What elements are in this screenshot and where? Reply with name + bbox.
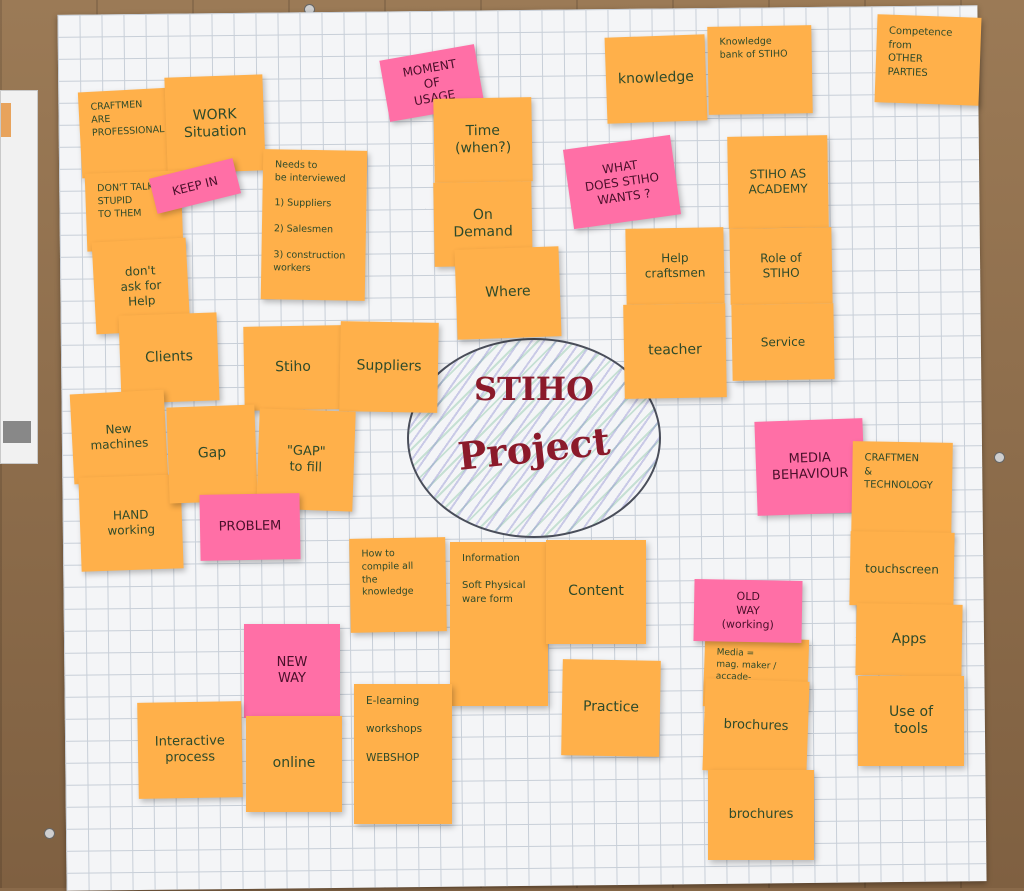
sticky-note: Content	[546, 540, 646, 644]
sticky-note: Help craftsmen	[625, 227, 725, 305]
sticky-note: STIHO AS ACADEMY	[727, 135, 829, 229]
sticky-note: knowledge	[604, 34, 708, 124]
sticky-note: Gap	[166, 404, 258, 504]
sticky-note: HAND working	[78, 474, 184, 572]
sticky-note: Role of STIHO	[729, 227, 833, 305]
center-title-line2: Project	[455, 418, 613, 479]
sticky-note: Time (when?)	[433, 97, 533, 183]
sticky-note: MEDIA BEHAVIOUR	[754, 418, 866, 516]
sticky-note: Stiho	[243, 325, 343, 411]
sticky-note: brochures	[708, 770, 814, 860]
nail	[994, 452, 1005, 463]
sticky-note: Competence from OTHER PARTIES	[874, 14, 982, 106]
nail	[44, 828, 55, 839]
sticky-note: Information Soft Physical ware form	[450, 542, 548, 706]
sticky-note: Where	[454, 246, 562, 340]
sticky-note: Knowledge bank of STIHO	[707, 25, 813, 115]
sticky-note: Needs to be interviewed 1) Suppliers 2) …	[260, 149, 368, 301]
sticky-note: Apps	[855, 603, 963, 677]
sticky-note: teacher	[623, 303, 727, 399]
sticky-note: New machines	[69, 389, 169, 485]
center-title-line1: STIHO	[474, 370, 594, 408]
sticky-note: How to compile all the knowledge	[349, 537, 447, 633]
sticky-note: CRAFTMEN ARE PROFESSIONAL	[77, 87, 175, 179]
sticky-note: Interactive process	[137, 701, 243, 799]
sticky-note: online	[246, 716, 342, 812]
sticky-note: WHAT DOES STIHO WANTS ?	[562, 134, 682, 230]
center-circle: STIHO Project	[407, 338, 661, 538]
sticky-note: CRAFTMEN & TECHNOLOGY	[851, 441, 953, 539]
sticky-note: Use of tools	[858, 676, 964, 766]
sticky-note: Clients	[118, 312, 220, 404]
sticky-note: OLD WAY (working)	[693, 579, 803, 643]
sticky-note: touchscreen	[849, 531, 955, 607]
sticky-note: WORK Situation	[164, 74, 266, 174]
sticky-note: Suppliers	[339, 321, 439, 413]
sticky-note: Practice	[561, 659, 661, 757]
sticky-note: NEW WAY	[244, 624, 340, 718]
sticky-note: Service	[731, 303, 835, 381]
sticky-note: E-learning workshops WEBSHOP	[354, 684, 452, 824]
sticky-note: PROBLEM	[199, 493, 301, 561]
sticky-note: brochures	[702, 678, 810, 774]
whiteboard-edge	[0, 90, 38, 464]
board-dark-panel	[3, 421, 31, 443]
board-marker-stripe	[1, 103, 11, 137]
